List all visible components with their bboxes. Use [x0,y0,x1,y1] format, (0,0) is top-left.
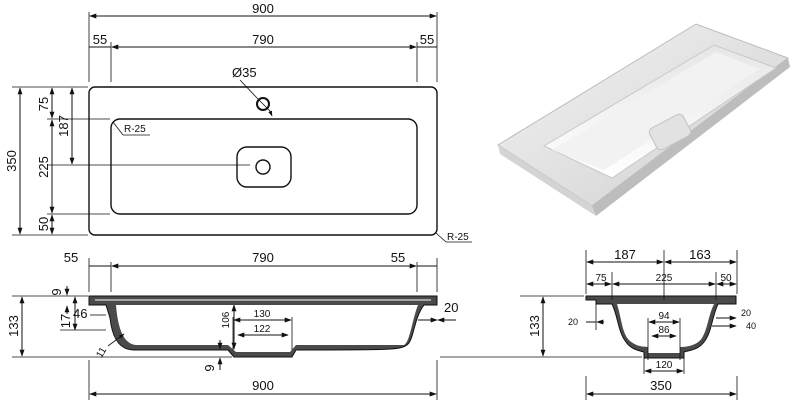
label-120-side: 120 [656,360,673,371]
label-50-side: 50 [720,273,732,284]
side-section: 187 163 75 225 50 133 20 20 40 94 86 120 [440,247,756,400]
label-122-front: 122 [254,324,271,335]
label-outer-radius: R-25 [447,232,469,243]
label-drain-diameter: Ø35 [232,65,257,80]
label-133-front: 133 [6,315,21,337]
drain-hole [255,159,271,175]
label-9-front: 9 [49,288,64,295]
label-75-side: 75 [595,273,607,284]
label-46-front: 46 [73,306,87,321]
top-view: 900 55 790 55 Ø35 350 75 187 225 50 R-25… [4,1,472,243]
label-86-side: 86 [658,325,670,336]
label-187-top: 187 [56,115,71,137]
label-11-front: 11 [94,345,109,360]
label-225-side: 225 [656,273,673,284]
label-350-side: 350 [650,378,672,393]
label-40-side: 40 [746,321,756,331]
label-94-side: 94 [658,311,670,322]
label-790-top: 790 [252,32,274,47]
tap-hole [256,97,270,111]
label-225-top: 225 [36,156,51,178]
label-9-drain: 9 [202,364,217,371]
label-17-front: 17 [58,314,73,328]
label-20-front: 20 [444,300,458,315]
label-55-top-right: 55 [420,32,434,47]
label-55-front-left: 55 [64,250,78,265]
label-163-side: 163 [689,247,711,262]
front-section: 55 790 55 900 133 9 17 46 11 9 106 130 [6,250,458,400]
label-790-front: 790 [252,250,274,265]
label-133-side: 133 [527,315,542,337]
label-187-side: 187 [614,247,636,262]
label-900-top: 900 [252,1,274,16]
top-view-outline [88,86,438,236]
label-55-top-left: 55 [93,32,107,47]
label-130-front: 130 [254,309,271,320]
label-20-side-right: 20 [741,308,751,318]
label-900-front: 900 [252,378,274,393]
label-inner-radius: R-25 [124,124,146,135]
label-50-top: 50 [36,217,51,231]
label-75-top: 75 [36,97,51,111]
label-55-front-right: 55 [391,250,405,265]
label-350-top: 350 [4,150,19,172]
label-106-front: 106 [221,311,232,328]
label-20-side-left: 20 [568,317,578,327]
top-view-basin [110,118,418,215]
basin-render [497,23,790,216]
drain-recess [236,146,292,188]
